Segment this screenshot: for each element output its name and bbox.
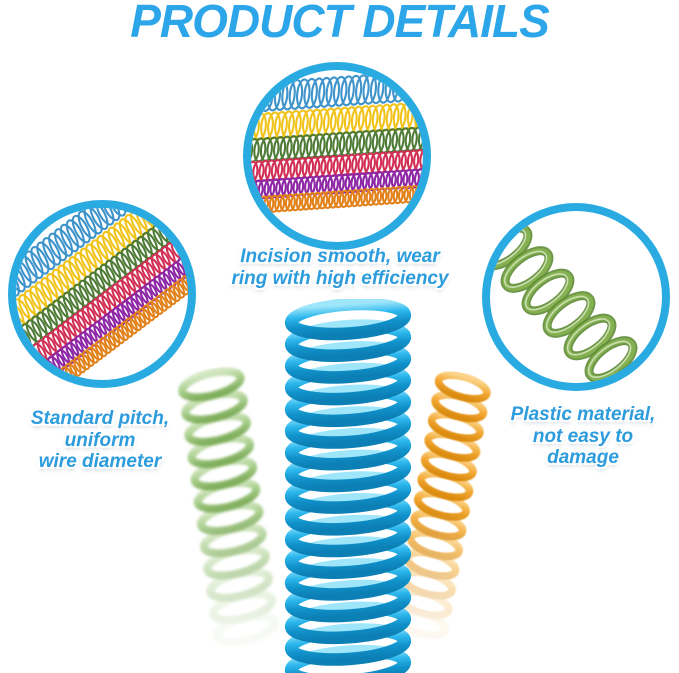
caption-line: wire diameter [38,451,162,472]
caption-line: uniform [64,429,136,451]
caption-line: Plastic material, [510,404,656,425]
page-title: PRODUCT DETAILS [130,0,550,47]
caption-line: Incision smooth, wear [240,246,440,267]
caption-line: damage [547,447,619,468]
caption-plastic-material: Plastic material, not easy to damage [485,404,679,469]
green-spring-image [178,367,280,647]
caption-line: ring with high efficiency [231,267,449,289]
caption-line: Standard pitch, [30,408,170,429]
green-plastic-spring-image [490,223,659,383]
callout-circle-plastic-spring [482,203,670,391]
caption-incision-smooth: Incision smooth, wear ring with high eff… [218,246,462,289]
caption-line: not easy to [532,425,634,447]
callout-circle-coils [243,62,431,250]
multicolor-coils-image [251,70,423,215]
multicolor-coils-diagonal-image [16,208,188,380]
blue-spring-image [284,299,412,673]
caption-standard-pitch: Standard pitch, uniform wire diameter [0,408,200,473]
callout-circle-coils-diagonal [8,200,196,388]
